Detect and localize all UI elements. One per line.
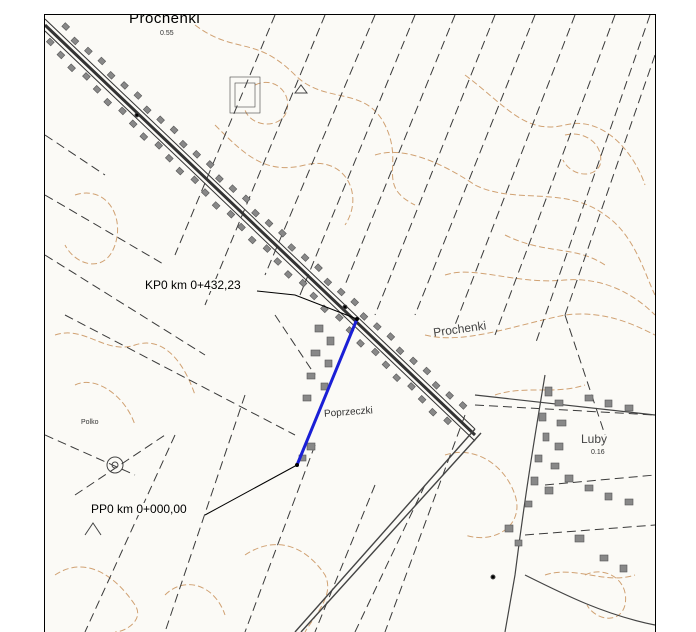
building [201,188,210,197]
elevation-label-luby: 0.16 [591,449,605,456]
building [251,208,260,218]
place-label-luby: Luby [581,432,608,446]
building [334,313,344,322]
main-road [45,18,477,442]
building [106,70,116,80]
building [205,160,215,169]
place-label-prochenki-top: Prochenki [129,14,201,27]
map-canvas [45,15,655,632]
building [298,278,308,288]
map-symbols [84,84,496,580]
building [445,391,454,400]
building [283,270,293,279]
building [273,257,283,266]
building [178,139,188,149]
building [156,115,165,125]
pipeline-route [295,317,359,467]
building [356,338,365,348]
building [350,297,360,307]
building [164,153,174,163]
building [97,56,107,66]
building [56,50,66,60]
contour-lines [54,24,655,632]
building [82,72,91,81]
building [169,125,179,135]
topographic-map: Prochenki 0.55 Prochenki Poprzeczki Luby… [44,14,656,632]
building [142,105,152,115]
secondary-road [294,428,482,632]
building [215,174,224,183]
building [228,184,238,194]
place-label-polko: Polko [81,419,99,426]
building [458,401,468,410]
building [139,132,149,141]
building [309,291,319,301]
building [336,287,346,297]
building [409,356,418,366]
building [92,84,102,94]
building [175,166,185,176]
building [247,235,257,245]
building [70,36,80,46]
callout-end-point: KP0 km 0+432,23 [145,278,241,292]
building [371,347,380,357]
callout-start-point: PP0 km 0+000,00 [91,502,187,516]
route-end-marker [355,317,359,321]
building [226,209,236,219]
building [262,244,272,253]
buildings-poprzeczki [229,76,335,462]
building [431,380,441,390]
building [133,91,143,100]
building [67,63,76,73]
building [323,277,333,287]
building [103,97,113,107]
route-start-marker [295,463,299,467]
building [154,140,164,150]
building [314,263,323,273]
building [300,253,310,262]
building [443,416,452,426]
building [190,175,200,185]
elevation-label-top: 0.55 [160,30,174,37]
building [392,373,402,383]
parcel-boundaries [45,15,655,632]
building [278,228,287,238]
luby-road [474,374,655,632]
building [407,382,416,391]
building [395,346,405,356]
building [118,106,127,116]
building [237,222,246,232]
building [422,366,432,376]
building [192,149,202,159]
building [211,201,221,210]
building [61,22,71,31]
building [241,194,251,204]
building [381,360,391,370]
buildings-prochenki [45,22,468,426]
building [417,394,427,404]
building [428,407,438,417]
building [84,46,93,56]
building [128,119,138,129]
building [120,81,129,90]
callout-leaders [204,290,358,516]
building [386,332,396,341]
building [359,312,369,321]
building [45,37,55,47]
building [287,243,297,252]
building [372,322,382,331]
building [264,218,274,228]
buildings-luby [504,386,634,573]
